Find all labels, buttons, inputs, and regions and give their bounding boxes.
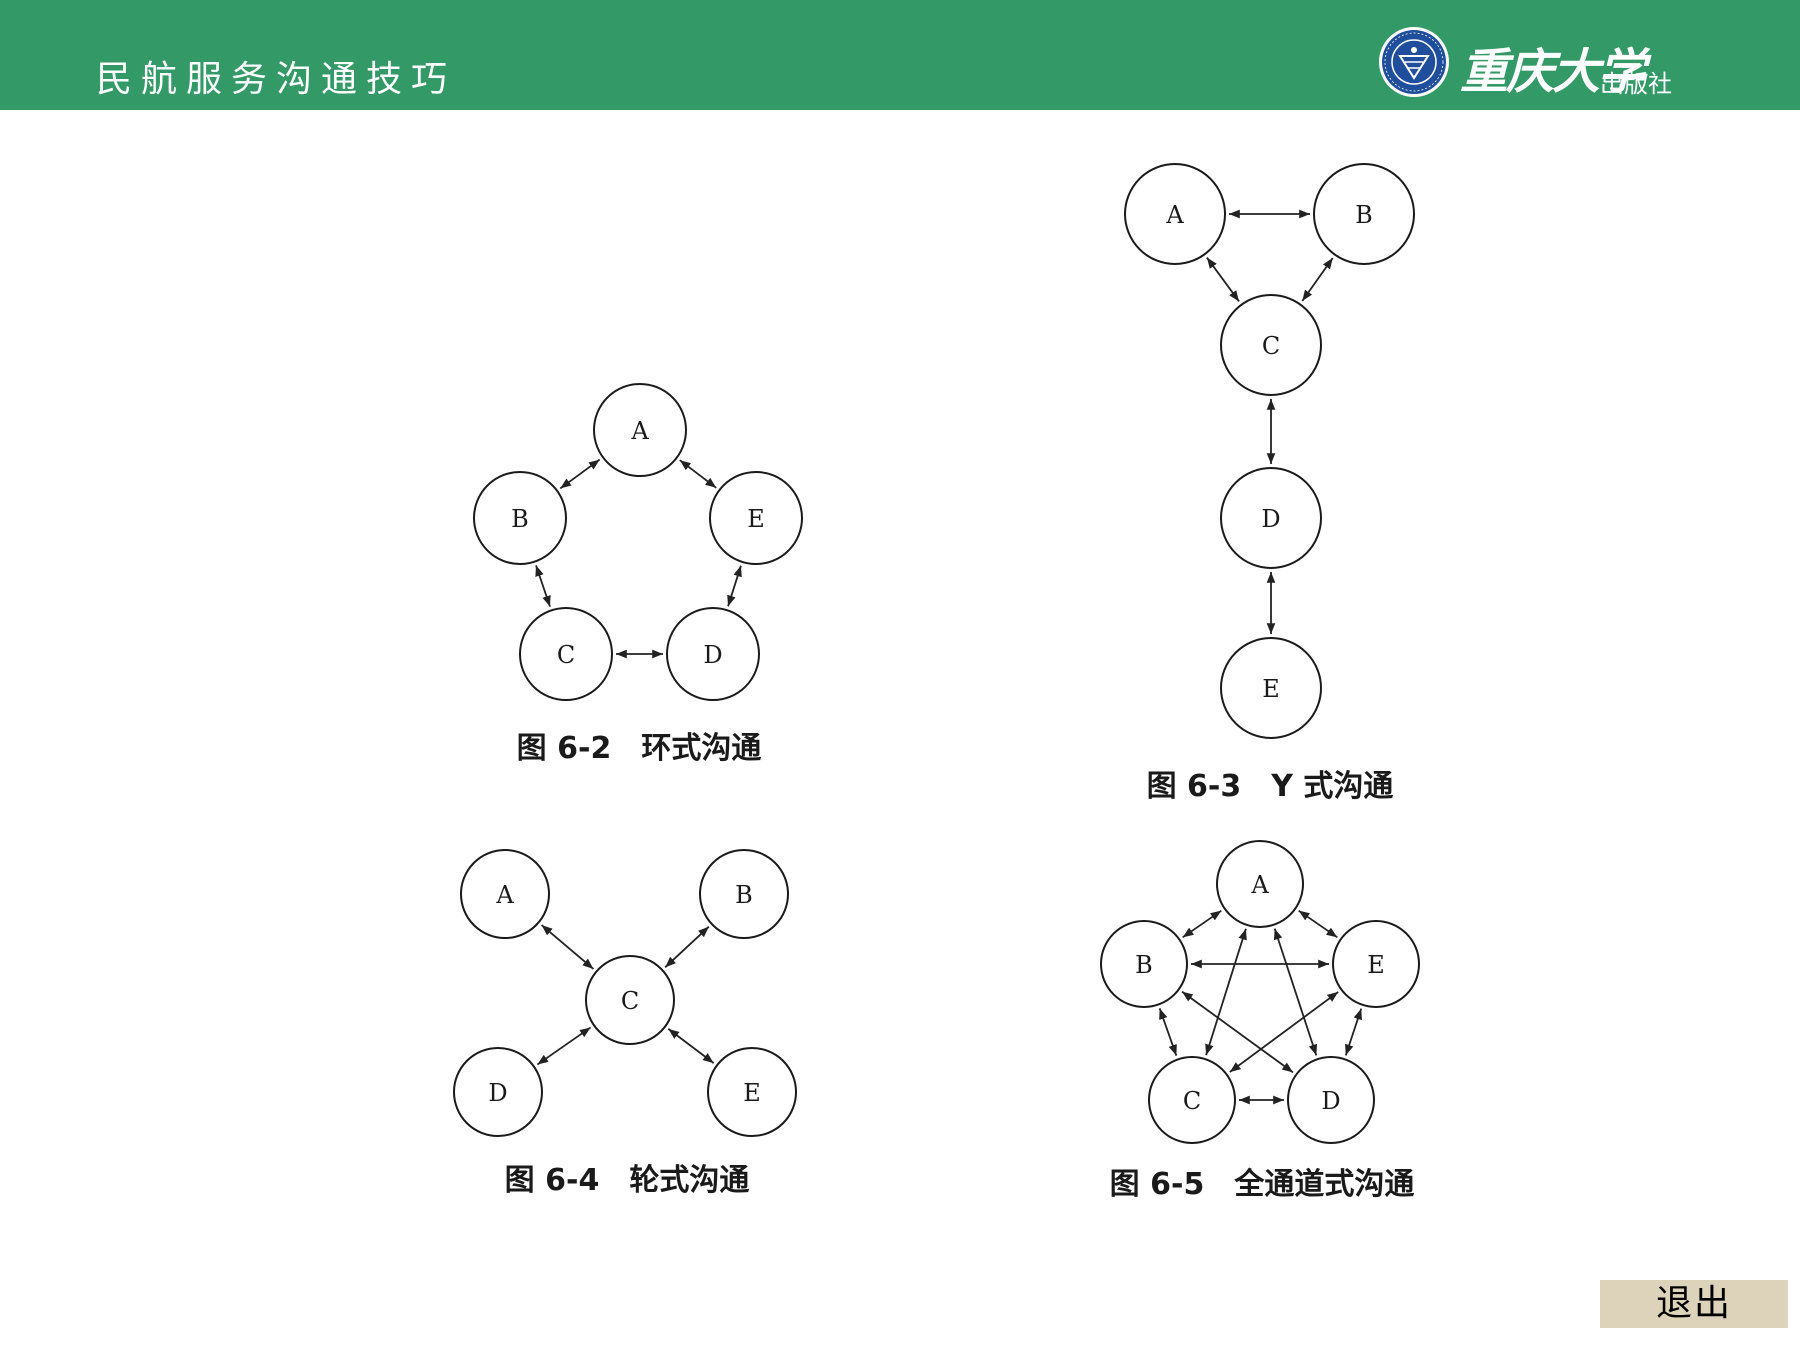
node-label-ring-E: E [747, 505, 765, 533]
caption-y: 图 6-3 Y 式沟通 [1147, 769, 1394, 804]
node-ring-C [519, 607, 613, 701]
university-seal-icon [1379, 27, 1449, 97]
node-ring-B [473, 471, 567, 565]
caption-wheel: 图 6-4 轮式沟通 [505, 1163, 750, 1198]
edge-ring-B-C [535, 565, 551, 607]
node-label-y-D: D [1261, 505, 1280, 533]
node-label-ring-C: C [557, 641, 575, 669]
node-all-channel-C [1148, 1056, 1236, 1144]
edge-ring-E-A [679, 459, 717, 489]
edge-wheel-A-C [541, 924, 594, 970]
edge-all-channel-A-B [1182, 909, 1222, 939]
edge-ring-D-E [727, 565, 742, 607]
node-y-C [1220, 294, 1322, 396]
node-label-all-channel-A: A [1250, 871, 1269, 899]
diagram-wheel: A B C D E 图 6-4 轮式沟通 [453, 849, 797, 1198]
node-ring-D [666, 607, 760, 701]
node-label-ring-B: B [511, 505, 529, 533]
node-ring-A [593, 383, 687, 477]
edge-wheel-E-C [667, 1028, 715, 1064]
node-label-y-C: C [1262, 332, 1280, 360]
node-label-ring-D: D [703, 641, 722, 669]
node-y-B [1313, 163, 1415, 265]
node-label-wheel-B: B [735, 881, 753, 909]
header-bar: 民航服务沟通技巧 重庆大学 出版社 [0, 0, 1800, 110]
edge-wheel-B-C [664, 926, 710, 968]
diagram-y: A B C D E 图 6-3 Y 式沟通 [1124, 163, 1415, 804]
node-label-y-B: B [1355, 201, 1373, 229]
node-wheel-D [453, 1047, 543, 1137]
node-all-channel-E [1332, 920, 1420, 1008]
node-wheel-C [585, 955, 675, 1045]
node-label-y-A: A [1165, 201, 1184, 229]
node-label-wheel-C: C [621, 987, 639, 1015]
diagram-ring: A B C D E 图 6-2 环式沟通 [473, 383, 803, 766]
node-label-all-channel-B: B [1135, 951, 1153, 979]
node-label-wheel-D: D [488, 1079, 507, 1107]
node-all-channel-B [1100, 920, 1188, 1008]
node-label-ring-A: A [630, 417, 649, 445]
node-wheel-B [699, 849, 789, 939]
edge-all-channel-A-D [1273, 928, 1318, 1056]
caption-all-channel: 图 6-5 全通道式沟通 [1110, 1167, 1415, 1202]
node-label-all-channel-E: E [1367, 951, 1385, 979]
edge-all-channel-A-C [1205, 928, 1247, 1056]
caption-ring: 图 6-2 环式沟通 [517, 731, 762, 766]
node-label-wheel-A: A [495, 881, 514, 909]
edge-all-channel-E-D [1344, 1008, 1363, 1056]
node-all-channel-A [1216, 840, 1304, 928]
course-title: 民航服务沟通技巧 [96, 59, 457, 100]
publisher-logo: 重庆大学 出版社 [1378, 26, 1678, 100]
node-wheel-E [707, 1047, 797, 1137]
exit-button[interactable]: 退出 [1600, 1280, 1788, 1328]
node-label-y-E: E [1262, 675, 1280, 703]
edge-wheel-D-C [536, 1026, 592, 1066]
node-ring-E [709, 471, 803, 565]
node-wheel-A [460, 849, 550, 939]
diagram-all-channel: A B C D E 图 6-5 全通道式沟通 [1100, 840, 1420, 1202]
edge-y-A-C [1206, 257, 1240, 302]
node-label-wheel-E: E [743, 1079, 761, 1107]
node-label-all-channel-D: D [1321, 1087, 1340, 1115]
node-y-D [1220, 467, 1322, 569]
edge-all-channel-E-C [1229, 991, 1339, 1073]
publisher-name: 重庆大学 [1460, 44, 1646, 100]
node-y-E [1220, 637, 1322, 739]
edge-all-channel-A-E [1298, 909, 1338, 939]
node-all-channel-D [1287, 1056, 1375, 1144]
node-label-all-channel-C: C [1183, 1087, 1201, 1115]
edge-ring-A-B [559, 458, 601, 490]
node-y-A [1124, 163, 1226, 265]
edge-y-B-C [1301, 257, 1334, 302]
publisher-suffix: 出版社 [1600, 70, 1672, 98]
edge-all-channel-B-C [1158, 1008, 1178, 1056]
